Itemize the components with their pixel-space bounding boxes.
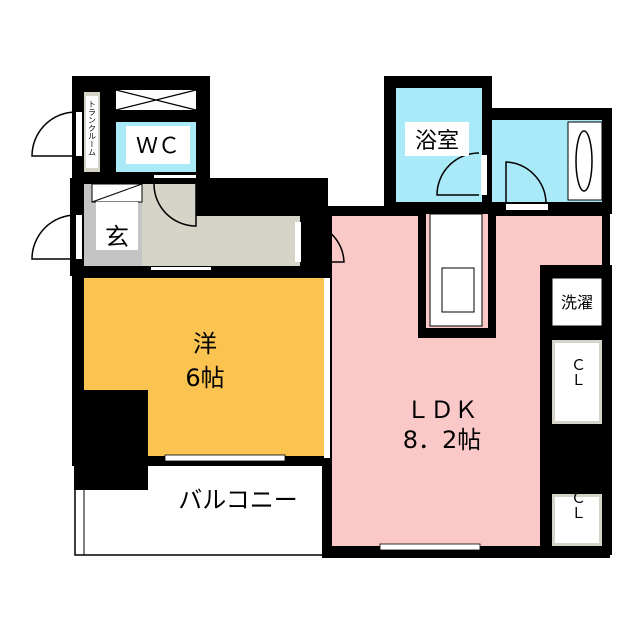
balcony-label: バルコニー (178, 486, 298, 514)
bath-label: 浴室 (415, 129, 459, 154)
door-icon (31, 111, 77, 157)
door-icon (505, 161, 547, 204)
window (164, 454, 286, 462)
sink-icon (441, 267, 475, 313)
bathtub (567, 121, 603, 201)
ldk-size: 8．2帖 (403, 426, 482, 454)
laundry-label: 洗濯 (561, 293, 593, 312)
western-room-name: 洋 (193, 330, 217, 358)
western-room-size: 6帖 (185, 364, 224, 392)
trunk-room-label: トランクルーム (88, 100, 97, 156)
door-icon (436, 152, 480, 196)
door-icon (31, 214, 77, 260)
closet-2-label: ＣＬ (569, 490, 587, 520)
wc-label: ＷＣ (136, 134, 180, 159)
closet-1-label: ＣＬ (569, 357, 587, 387)
laundry-space (551, 277, 603, 327)
door-icon (153, 183, 197, 227)
window (379, 543, 481, 551)
entrance-label: 玄 (105, 223, 129, 251)
door-icon (301, 221, 345, 263)
ldk-name: ＬＤＫ (406, 396, 478, 424)
